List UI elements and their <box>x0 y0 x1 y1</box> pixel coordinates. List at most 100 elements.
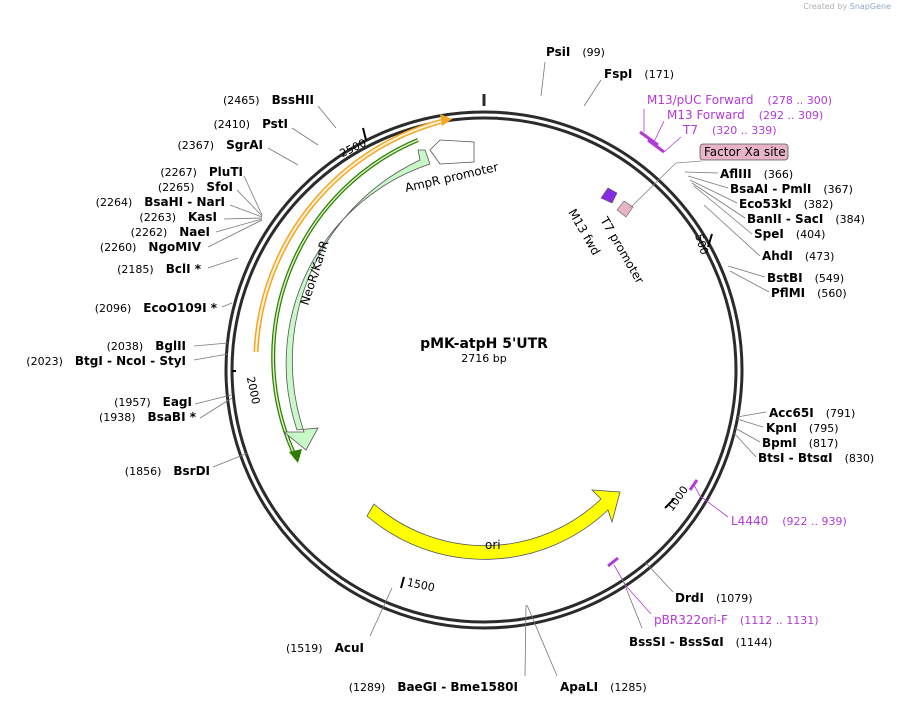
snapgene-credit: Created by SnapGene <box>803 2 891 11</box>
tick-mark-500 <box>707 233 713 248</box>
site-label-acui: (1519)AcuI <box>286 641 364 655</box>
leader-bcli <box>207 257 239 269</box>
plasmid-length: 2716 bp <box>461 352 506 365</box>
primer-marks <box>607 130 699 568</box>
credit-prefix: Created by <box>803 2 848 11</box>
primer-label-l4440: L4440(922 .. 939) <box>731 514 847 528</box>
leader-bglii <box>193 342 229 347</box>
leader-baegi <box>524 604 527 677</box>
site-label-banii-saci: BanII - SacI(384) <box>747 212 865 226</box>
site-label-sfoi: (2265)SfoI <box>158 180 233 194</box>
site-label-baegi: (1289)BaeGI - Bme1580I <box>349 680 518 694</box>
site-label-apali: ApaLI(1285) <box>560 680 647 694</box>
left-site-leaders <box>193 105 527 677</box>
ampr-promoter-feature <box>429 139 475 165</box>
leader-bpmi <box>734 427 761 443</box>
backbone-outer <box>224 110 744 630</box>
factor-xa-box <box>699 143 789 161</box>
site-label-bglii: (2038)BglII <box>107 339 186 353</box>
leader-fspi <box>583 79 602 107</box>
site-label-pluti: (2267)PluTI <box>160 165 243 179</box>
site-label-eagi: (1957)EagI <box>114 395 192 409</box>
factor-xa-label: Factor Xa site <box>704 145 786 159</box>
m13-fwd-feature <box>600 187 618 204</box>
site-label-psti: (2410)PstI <box>213 117 288 131</box>
neo-line-arrowhead <box>289 449 302 463</box>
t7-promoter-label: T7 promoter <box>597 214 647 286</box>
tick-mark-2500 <box>362 127 367 141</box>
primer-leader-2 <box>663 136 682 153</box>
primer-label-m13-forward: M13 Forward(292 .. 309) <box>667 108 823 122</box>
tick-mark-1000 <box>664 498 675 509</box>
tick-mark-1500 <box>400 576 405 589</box>
site-label-kasi: (2263)KasI <box>139 210 217 224</box>
leader-bstbi <box>727 265 766 278</box>
site-label-bsrdi: (1856)BsrDI <box>125 464 210 478</box>
site-label-bsssi: BssSI - BssSαI(1144) <box>629 635 772 649</box>
site-label-drdi: DrdI(1079) <box>675 591 753 605</box>
site-label-bsshii: (2465)BssHII <box>223 93 314 107</box>
leader-bsahi <box>229 204 263 218</box>
leader-btsi <box>733 432 757 458</box>
leader-afliii <box>684 171 719 174</box>
site-label-pflmi: PflMI(560) <box>771 286 847 300</box>
right-site-leaders <box>526 61 770 677</box>
site-label-naei: (2262)NaeI <box>131 225 210 239</box>
leader-sfoi <box>236 189 263 217</box>
site-label-acc65i: Acc65I(791) <box>769 406 855 420</box>
site-label-bstbi: BstBI(549) <box>767 271 844 285</box>
neo-kanr-label: NeoR/KanR <box>298 239 332 307</box>
tick-label-2000: 2000 <box>244 375 263 405</box>
primer-mark-pbr322 <box>607 556 619 568</box>
leader-eco53ki <box>689 179 738 204</box>
leader-bsrdi <box>212 452 249 468</box>
leader-pflmi <box>729 270 770 293</box>
site-label-btsi: BtsI - BtsαI(830) <box>758 451 874 465</box>
neo-line-arc-inner <box>272 139 419 459</box>
leader-bsssi <box>621 577 643 629</box>
site-label-bsabi: (1938)BsaBI * <box>99 410 197 424</box>
primer-leader-1 <box>653 120 665 143</box>
leader-banii <box>691 182 746 219</box>
leader-psti <box>291 127 319 146</box>
leader-psii <box>540 61 546 97</box>
site-label-ecoo109i: (2096)EcoO109I * <box>95 301 218 315</box>
leader-spei <box>693 185 753 235</box>
primer-leaders <box>613 109 729 615</box>
m13-fwd-label: M13 fwd <box>565 207 603 258</box>
leader-acc65i <box>736 411 767 418</box>
tick-label-1500: 1500 <box>406 576 436 595</box>
leader-acui <box>369 587 393 637</box>
primer-label-t7: T7(320 .. 339) <box>682 123 777 137</box>
site-label-ngomiv: (2260)NgoMIV <box>100 240 202 254</box>
leader-ngomiv <box>207 219 263 248</box>
site-label-ahdi: AhdI(473) <box>762 249 834 263</box>
site-label-fspi: FspI(171) <box>604 67 674 81</box>
site-label-bsaai-pmli: BsaAI - PmlI(367) <box>730 182 853 196</box>
primer-mark-m13puc <box>639 130 659 147</box>
site-label-bcli: (2185)BclI * <box>117 262 202 276</box>
site-label-spei: SpeI(404) <box>754 227 825 241</box>
primer-label-m13puc: M13/pUC Forward(278 .. 300) <box>647 93 832 107</box>
site-label-psii: PsiI(99) <box>546 45 605 59</box>
orange-feature-arrowhead <box>440 114 452 126</box>
leader-kasi <box>223 217 263 220</box>
leader-bsabi <box>199 397 233 419</box>
orange-feature-arc-inner <box>255 119 448 353</box>
leader-btgi <box>193 353 229 361</box>
primer-label-pbr322ori: pBR322ori-F(1112 .. 1131) <box>654 613 819 627</box>
leader-kpni <box>736 418 764 428</box>
factor-xa-connector <box>675 160 703 164</box>
primer-leader-3 <box>693 484 729 518</box>
plasmid-name: pMK-atpH 5'UTR <box>420 336 548 352</box>
leader-sgrai <box>267 147 299 166</box>
leader-bsshii <box>317 105 337 129</box>
site-label-eco53ki: Eco53kI(382) <box>739 197 833 211</box>
primer-mark-l4440 <box>688 479 699 491</box>
t7-promoter-feature <box>616 200 634 218</box>
tick-label-1000: 1000 <box>664 483 691 513</box>
site-label-btgi-ncoi-styi: (2023)BtgI - NcoI - StyI <box>26 354 186 368</box>
ori-label: ori <box>485 538 501 552</box>
primer-leader-4 <box>613 564 652 615</box>
